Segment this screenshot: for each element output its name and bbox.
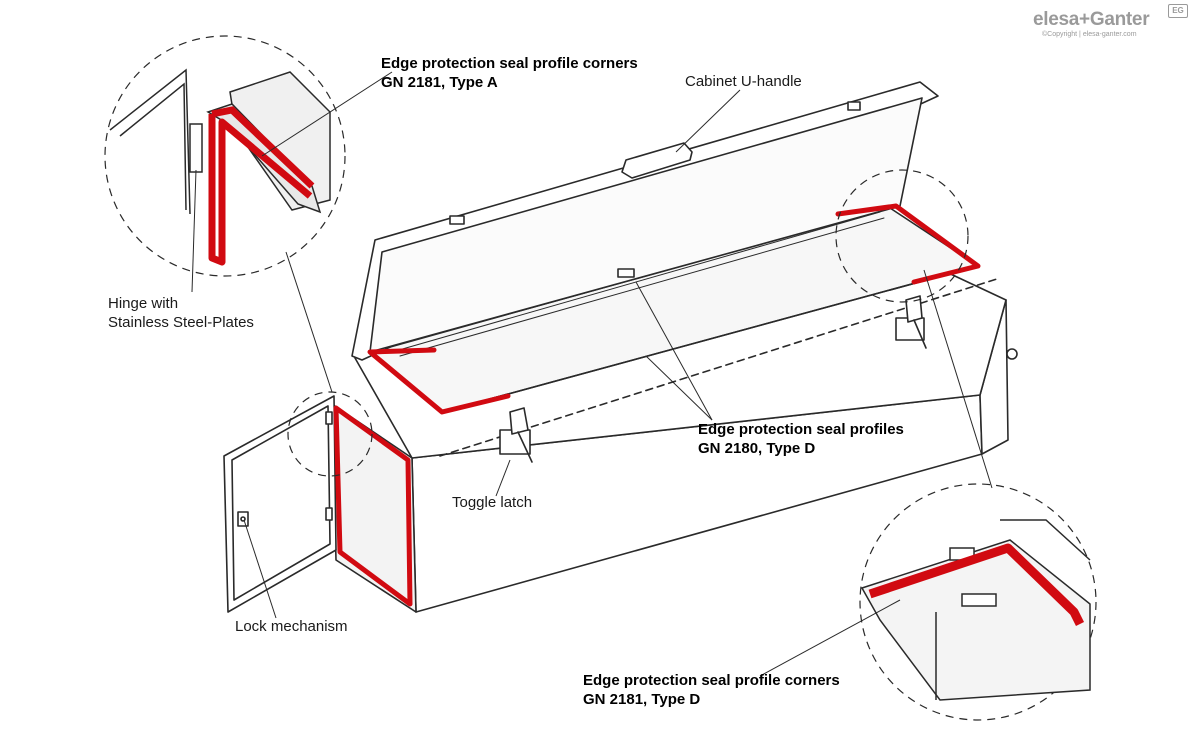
label-hinge-line1: Hinge with xyxy=(108,295,179,312)
toggle-latch-front xyxy=(499,407,533,463)
label-toggle-latch: Toggle latch xyxy=(452,494,533,511)
label-seal-profiles-line2: GN 2180, Type D xyxy=(698,440,816,457)
detail-circle-box-corner xyxy=(835,169,969,303)
label-lock-mechanism: Lock mechanism xyxy=(235,618,348,635)
label-cabinet-u-handle: Cabinet U-handle xyxy=(685,73,802,90)
door-hinge-bottom xyxy=(325,507,333,521)
label-corners-type-a-line2: GN 2181, Type A xyxy=(381,74,498,91)
detail-circle-corner-a xyxy=(104,35,346,277)
box-hidden-edge xyxy=(439,277,1001,457)
lid-hinge-center xyxy=(617,268,635,278)
seal-profile-box-back xyxy=(835,203,981,285)
leader-detail-a-to-door xyxy=(285,251,333,393)
leader-profiles-2 xyxy=(645,355,713,421)
detail-circle-door-hinge xyxy=(287,391,373,477)
label-corners-type-d-line2: GN 2181, Type D xyxy=(583,691,701,708)
leader-handle xyxy=(675,89,741,153)
seal-profile-box-front xyxy=(367,347,511,415)
u-handle xyxy=(621,142,693,179)
leader-lock xyxy=(243,519,277,619)
brand-logo: elesa+Ganter xyxy=(1033,9,1150,30)
lid-stripe-2 xyxy=(399,217,885,357)
toggle-latch-back xyxy=(895,295,927,349)
leader-corner-a xyxy=(261,71,393,157)
copyright-text: ©Copyright | elesa-ganter.com xyxy=(1042,31,1137,38)
lock-mechanism xyxy=(237,511,249,527)
detail-circle-corner-d xyxy=(859,483,1097,721)
lid-hinge-left xyxy=(449,215,465,225)
leader-corner-d xyxy=(759,599,901,677)
label-hinge-line2: Stainless Steel-Plates xyxy=(108,314,254,331)
seal-profile-door-frame xyxy=(333,405,413,607)
label-corners-type-a-line1: Edge protection seal profile corners xyxy=(381,55,638,72)
side-door-inner xyxy=(231,405,331,601)
label-corners-type-d-line1: Edge protection seal profile corners xyxy=(583,672,840,689)
leader-hinge xyxy=(191,169,197,293)
leader-detail-d-to-box xyxy=(923,269,993,489)
lid-hinge-right xyxy=(847,101,861,111)
leader-toggle xyxy=(495,459,511,497)
brand-badge: EG xyxy=(1168,4,1188,18)
label-seal-profiles-line1: Edge protection seal profiles xyxy=(698,421,904,438)
leader-profiles-1 xyxy=(635,281,713,421)
door-hinge-top xyxy=(325,411,333,425)
end-knob xyxy=(1006,348,1018,360)
box-inner-wall xyxy=(441,265,979,413)
